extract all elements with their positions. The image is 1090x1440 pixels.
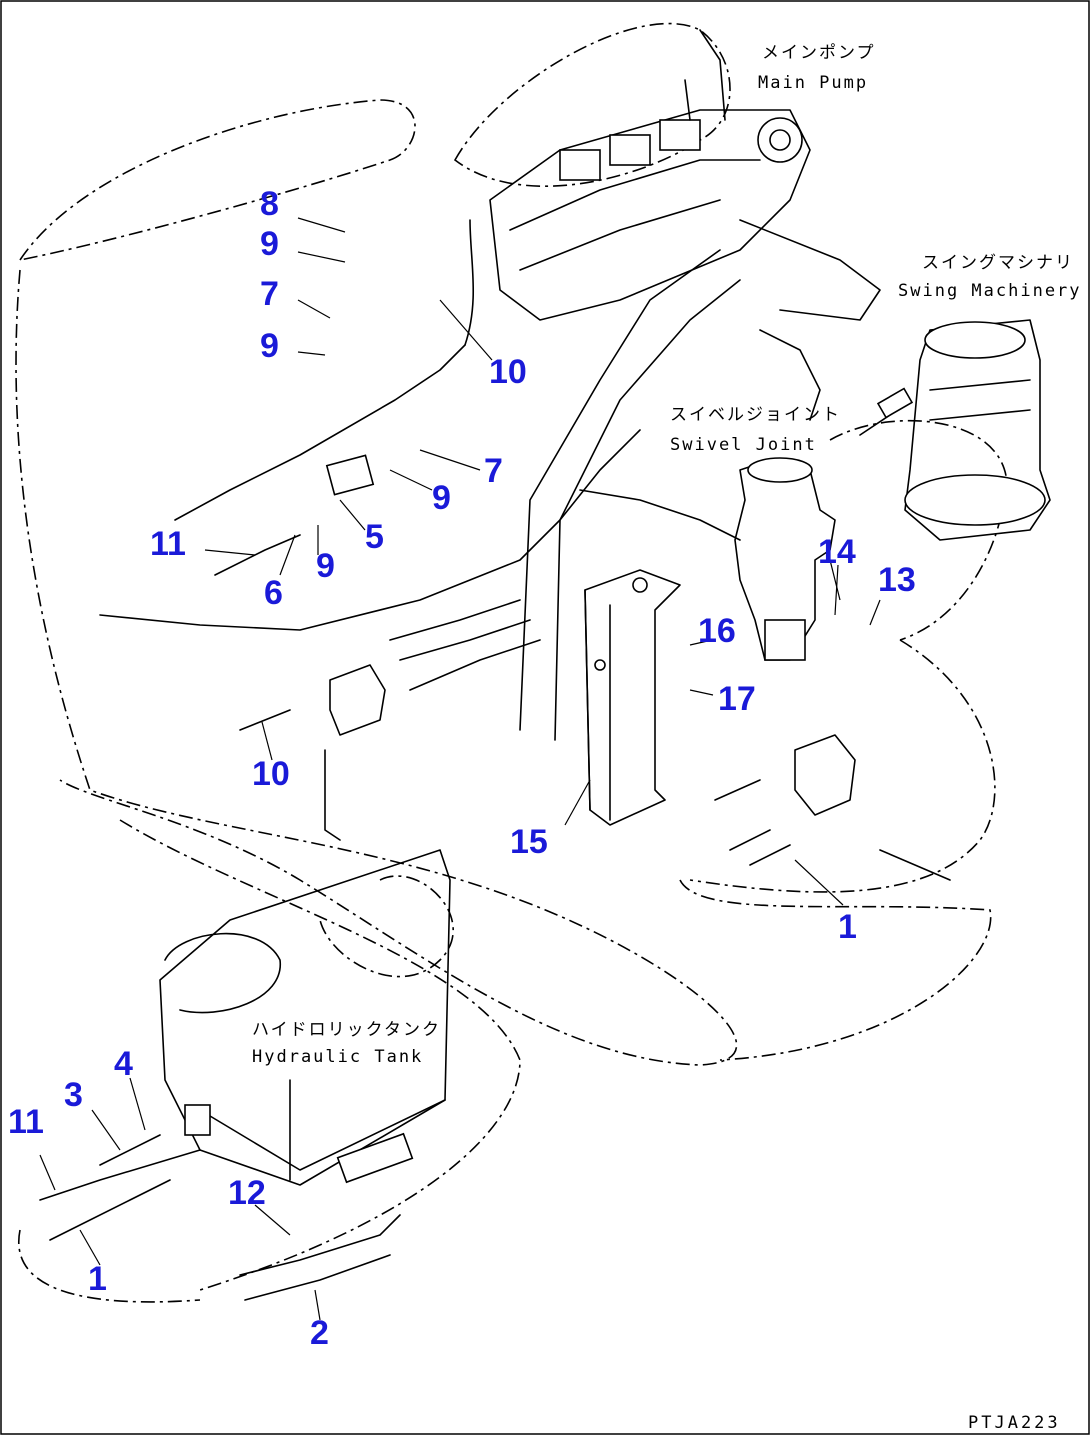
swivel-joint-label-jp: スイベルジョイント [670, 405, 841, 425]
callout-9-c: 9 [432, 479, 451, 517]
bracket-drawing [584, 569, 681, 826]
swing-machinery-label-jp: スイングマシナリ [922, 253, 1074, 273]
swivel-joint-label-en: Swivel Joint [670, 435, 817, 455]
callout-13: 13 [878, 561, 916, 599]
swivel-joint-drawing [734, 457, 836, 661]
hoses [39, 219, 951, 1301]
callout-14: 14 [818, 533, 856, 571]
callout-9-b: 9 [260, 327, 279, 365]
swivel-joint-label: スイベルジョイント Swivel Joint [670, 405, 841, 455]
callout-11-upper: 11 [150, 525, 186, 563]
callout-8: 8 [260, 185, 279, 223]
callout-3: 3 [64, 1076, 83, 1114]
main-pump-label: メインポンプ Main Pump [758, 43, 876, 93]
callout-15: 15 [510, 823, 548, 861]
callout-17: 17 [718, 680, 756, 718]
hydraulic-tank-drawing [159, 849, 451, 1186]
callout-1-right: 1 [838, 908, 857, 946]
callout-10-lower: 10 [252, 755, 290, 793]
callout-6: 6 [264, 574, 283, 612]
callouts: 1 1 1 2 3 4 5 6 7 7 8 9 9 9 9 10 10 11 1… [8, 185, 916, 1352]
callout-11-lower: 11 [8, 1103, 44, 1141]
callout-12: 12 [228, 1174, 266, 1212]
callout-5: 5 [365, 518, 384, 556]
leader-lines [39, 217, 881, 1321]
valve-blocks [325, 454, 856, 816]
hydraulic-tank-label-en: Hydraulic Tank [252, 1047, 423, 1067]
callout-7-right: 7 [484, 452, 503, 490]
callout-4: 4 [114, 1045, 133, 1083]
callout-2: 2 [310, 1314, 329, 1352]
hydraulic-tank-label-jp: ハイドロリックタンク [252, 1020, 441, 1040]
swing-machinery-drawing [859, 319, 1051, 541]
callout-10-upper: 10 [489, 353, 527, 391]
swing-machinery-label: スイングマシナリ Swing Machinery [898, 253, 1082, 301]
main-pump-label-jp: メインポンプ [762, 43, 876, 63]
callout-16: 16 [698, 612, 736, 650]
callout-9-a: 9 [260, 225, 279, 263]
swing-machinery-label-en: Swing Machinery [898, 281, 1082, 301]
main-pump-drawing [489, 29, 811, 321]
callout-1-left: 1 [88, 1260, 107, 1298]
hydraulic-tank-label: ハイドロリックタンク Hydraulic Tank [252, 1020, 441, 1067]
callout-9-d: 9 [316, 547, 335, 585]
callout-7-upper: 7 [260, 275, 279, 313]
main-pump-label-en: Main Pump [758, 73, 868, 93]
drawing-reference-code: PTJA223 [968, 1413, 1061, 1433]
